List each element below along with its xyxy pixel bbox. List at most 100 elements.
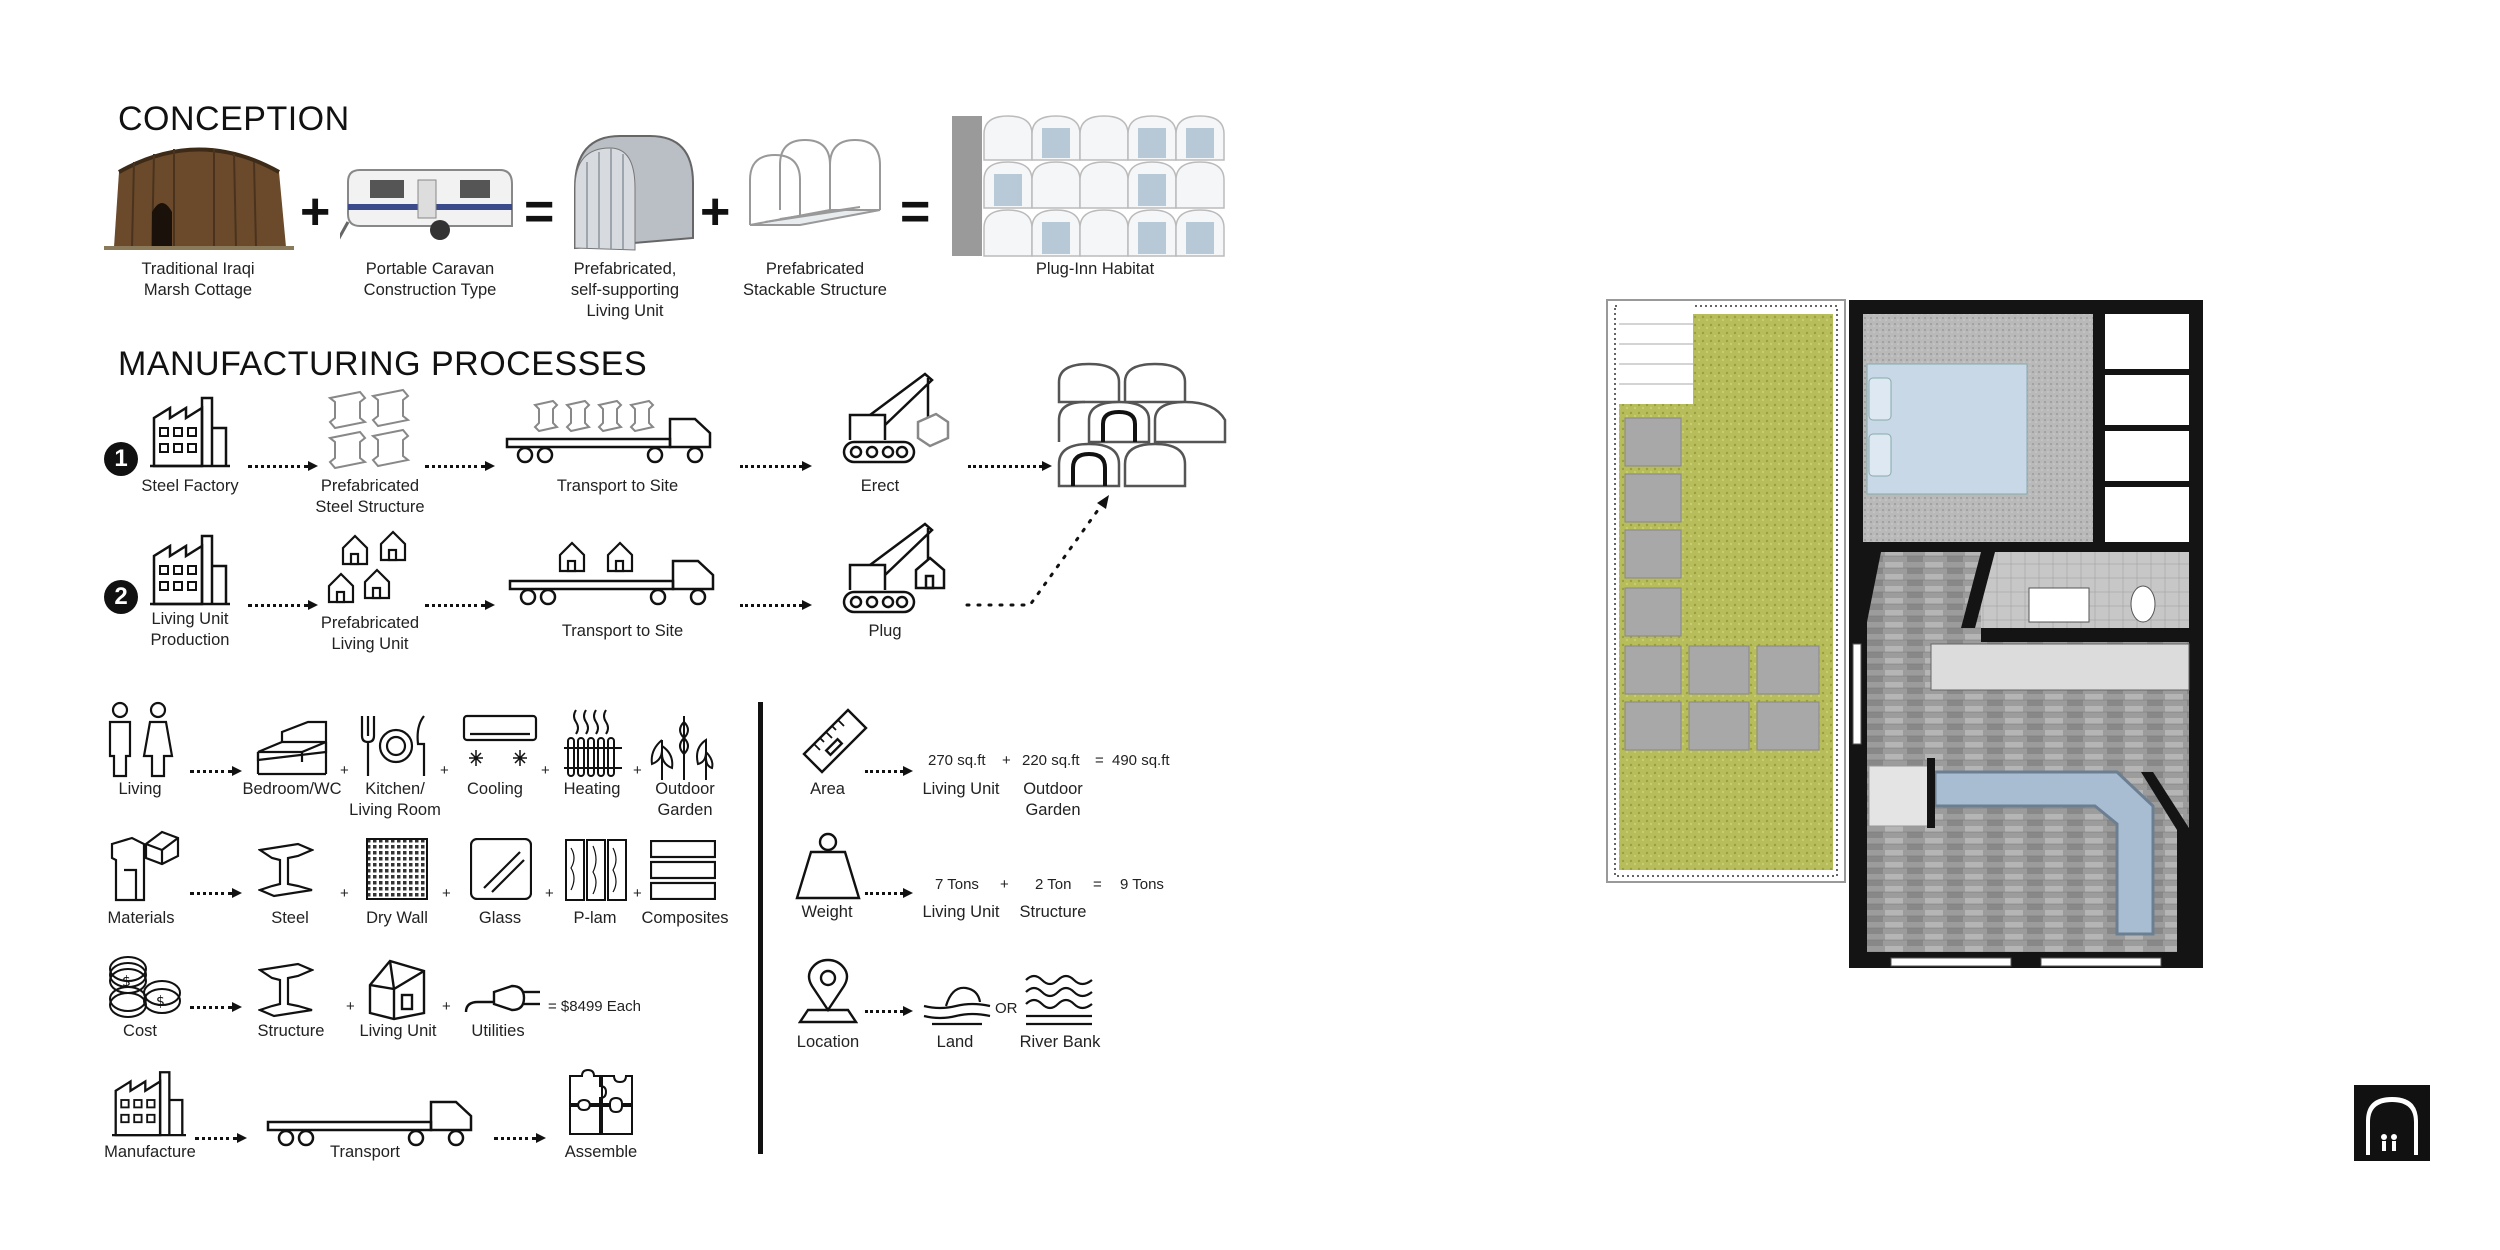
- plus: +: [340, 885, 349, 902]
- step-living-unit-production: Living Unit Production: [150, 610, 230, 649]
- plus: +: [633, 762, 642, 779]
- weight-living-value: 7 Tons: [935, 876, 979, 893]
- area-total: 490 sq.ft: [1112, 752, 1170, 769]
- plug-icon: [464, 972, 544, 1018]
- composites-label: Composites: [641, 909, 729, 927]
- kitchen-icon: [356, 712, 436, 780]
- step-steel-factory: Steel Factory: [141, 477, 239, 495]
- land-icon: [922, 980, 992, 1026]
- drywall-label: Dry Wall: [366, 909, 428, 927]
- factory-icon: [112, 1060, 186, 1140]
- area-living-value: 270 sq.ft: [928, 752, 986, 769]
- materials-label: Materials: [107, 909, 175, 927]
- cooling-icon: [462, 714, 538, 772]
- operator-plus-2: +: [700, 183, 731, 241]
- caravan-image: [340, 160, 520, 250]
- drywall-icon: [366, 838, 428, 900]
- step-number-2: 2: [104, 580, 138, 614]
- cost-result: = $8499 Each: [548, 998, 641, 1015]
- arrow: [740, 461, 812, 471]
- weight-equals: =: [1093, 876, 1102, 893]
- utilities-label: Utilities: [471, 1022, 525, 1040]
- arrow: [865, 1006, 913, 1016]
- plam-label: P-lam: [573, 909, 617, 927]
- plus: +: [340, 762, 349, 779]
- weight-plus: +: [1000, 876, 1009, 893]
- people-icon: [104, 700, 176, 778]
- arrow: [190, 888, 242, 898]
- truck-icon: [266, 1092, 476, 1148]
- caption-caravan: Portable Caravan Construction Type: [363, 260, 497, 299]
- assembled-stack-icon: [1055, 360, 1230, 490]
- garden-icon: [648, 710, 718, 782]
- weight-label: Weight: [801, 903, 853, 921]
- arrow: [248, 600, 318, 610]
- factory-icon: [150, 526, 230, 606]
- kitchen-label: Kitchen/ Living Room: [349, 780, 441, 819]
- weight-icon: [793, 832, 863, 900]
- glass-icon: [470, 838, 532, 900]
- arrow: [425, 461, 495, 471]
- heating-label: Heating: [563, 780, 621, 798]
- assemble-label: Assemble: [564, 1143, 638, 1161]
- location-label: Location: [796, 1033, 860, 1051]
- factory-icon: [150, 388, 230, 468]
- truck-steel-icon: [505, 395, 715, 465]
- plus: +: [346, 998, 355, 1015]
- arrow: [195, 1133, 247, 1143]
- crane-plug-icon: [840, 520, 950, 620]
- river-bank-label: River Bank: [1019, 1033, 1101, 1051]
- step-plug: Plug: [868, 622, 902, 640]
- arrow: [865, 766, 913, 776]
- area-garden-sub: Outdoor Garden: [1023, 780, 1083, 819]
- river-icon: [1024, 970, 1094, 1026]
- glass-label: Glass: [478, 909, 522, 927]
- arrow: [425, 600, 495, 610]
- weight-structure-sub: Structure: [1019, 903, 1087, 921]
- structure-label: Structure: [257, 1022, 325, 1040]
- caption-living-unit: Prefabricated, self-supporting Living Un…: [570, 260, 680, 320]
- operator-equals-2: =: [900, 183, 931, 241]
- or-label: OR: [995, 1000, 1018, 1017]
- living-label: Living: [118, 780, 162, 798]
- house-icon: [366, 955, 428, 1021]
- arrow: [968, 461, 1052, 471]
- step-number-1: 1: [104, 442, 138, 476]
- weight-living-sub: Living Unit: [922, 903, 1000, 921]
- manufacturing-title: MANUFACTURING PROCESSES: [118, 345, 648, 383]
- plus: +: [442, 998, 451, 1015]
- truck-houses-icon: [508, 535, 718, 607]
- plus: +: [541, 762, 550, 779]
- crane-icon: [840, 370, 950, 470]
- diagonal-arrow: [965, 495, 1115, 610]
- prefab-houses-icon: [325, 528, 420, 613]
- plug-inn-logo: [2354, 1085, 2430, 1161]
- living-unit-capsule-image: [565, 128, 700, 253]
- cooling-label: Cooling: [467, 780, 523, 798]
- caption-plug-inn-habitat: Plug-Inn Habitat: [1035, 260, 1155, 278]
- plug-inn-habitat-image: [950, 114, 1230, 259]
- operator-equals: =: [524, 183, 555, 241]
- puzzle-icon: [566, 1068, 636, 1138]
- plus: +: [545, 885, 554, 902]
- area-garden-value: 220 sq.ft: [1022, 752, 1080, 769]
- manufacture-label: Manufacture: [104, 1143, 196, 1161]
- area-label: Area: [810, 780, 845, 798]
- coins-icon: $ $: [106, 955, 186, 1021]
- steel-beams-icon: [325, 388, 415, 473]
- caption-stackable-structure: Prefabricated Stackable Structure: [743, 260, 887, 299]
- arrow: [190, 766, 242, 776]
- materials-icon: [110, 830, 180, 902]
- plus: +: [440, 762, 449, 779]
- step-erect: Erect: [860, 477, 900, 495]
- area-plus: +: [1002, 752, 1011, 769]
- arrow: [248, 461, 318, 471]
- area-living-sub: Living Unit: [922, 780, 1000, 798]
- svg-text:$: $: [156, 994, 165, 1010]
- living-unit-label: Living Unit: [359, 1022, 437, 1040]
- arrow: [494, 1133, 546, 1143]
- marsh-cottage-image: [104, 132, 294, 252]
- plam-icon: [565, 838, 627, 902]
- step-prefab-living-unit: Prefabricated Living Unit: [320, 614, 420, 653]
- land-label: Land: [936, 1033, 974, 1051]
